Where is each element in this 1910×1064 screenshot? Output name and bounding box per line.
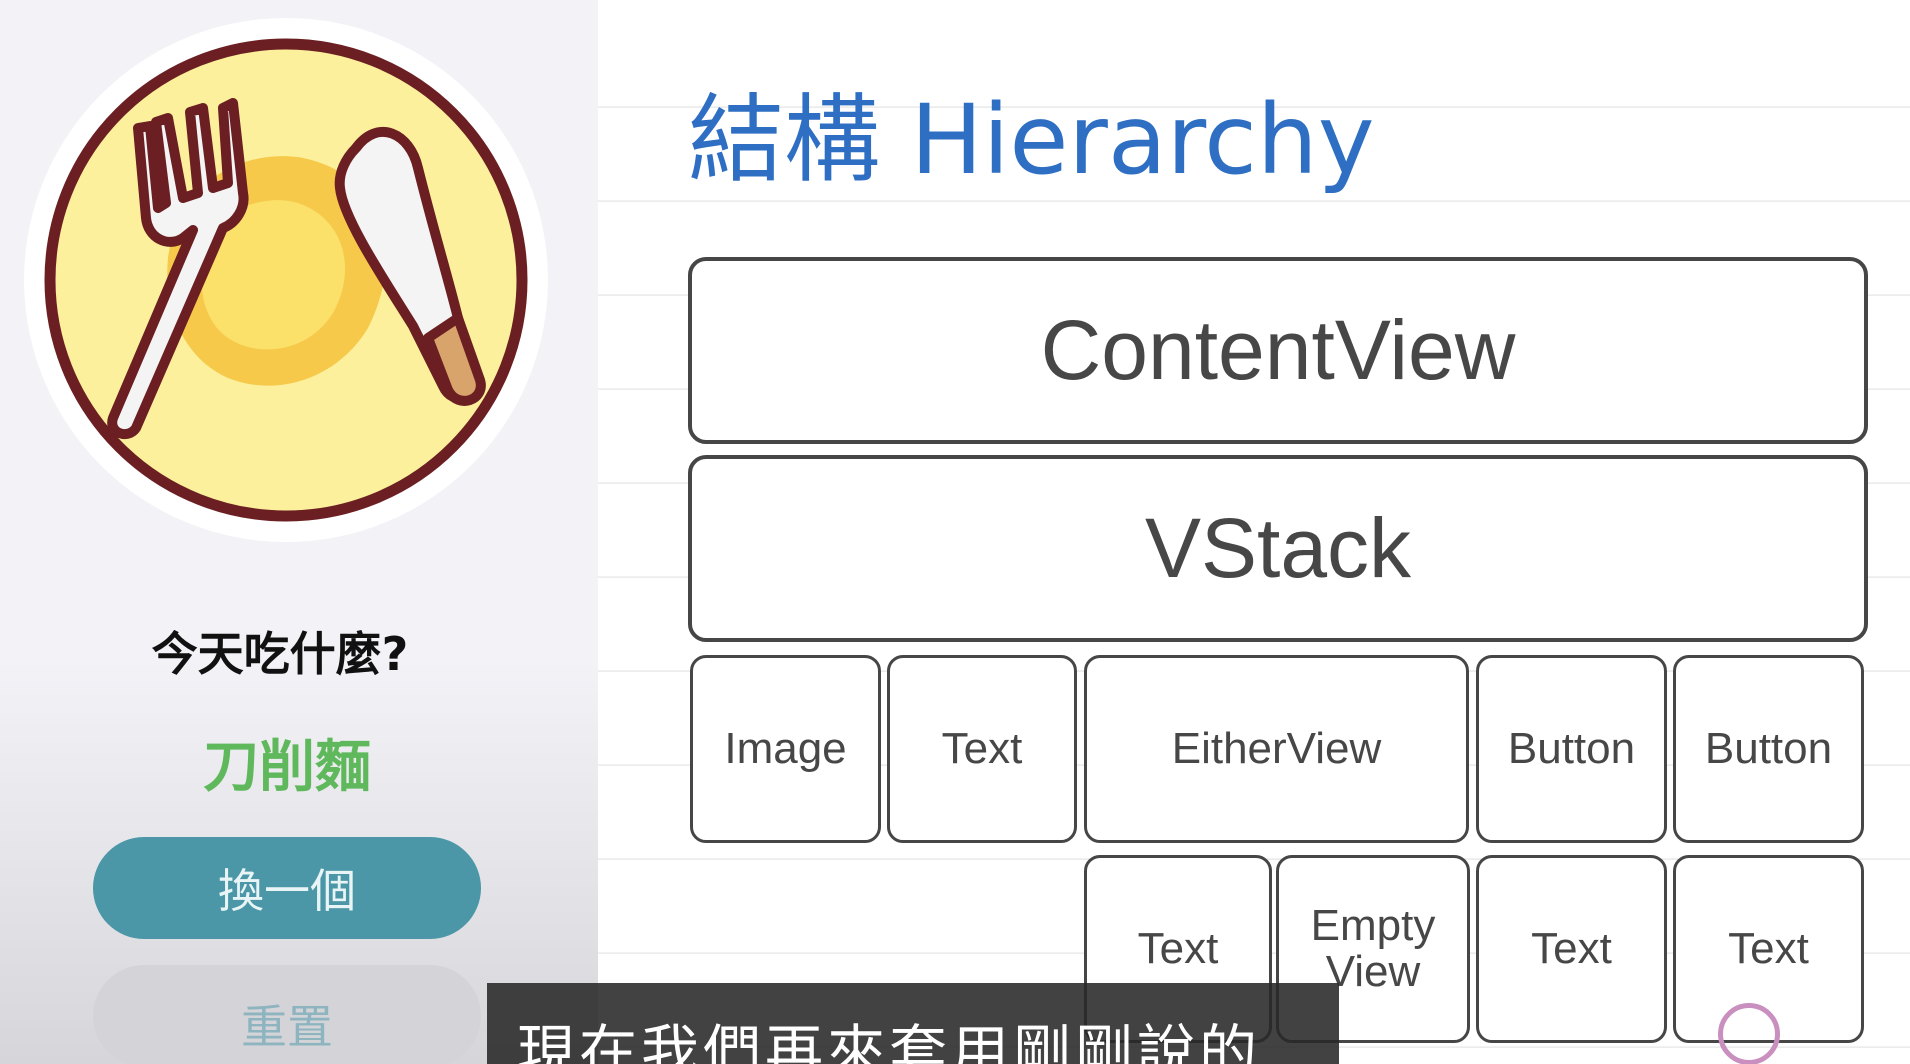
contentview-box: ContentView xyxy=(688,257,1868,444)
eitherview-node: EitherView xyxy=(1084,655,1469,843)
subtitle-caption: 現在我們再來套用剛剛說的 xyxy=(487,983,1339,1064)
button-node: Button xyxy=(1673,655,1864,843)
phone-preview: 今天吃什麼? 刀削麵 換一個 重置 xyxy=(0,0,598,1064)
food-plate-logo-icon xyxy=(24,18,548,542)
image-node: Image xyxy=(690,655,881,843)
text-node: Text xyxy=(887,655,1077,843)
change-button[interactable]: 換一個 xyxy=(93,837,481,939)
slide-title: 結構 Hierarchy xyxy=(688,84,1375,196)
reset-button[interactable]: 重置 xyxy=(93,965,481,1064)
pointer-ring-icon xyxy=(1718,1003,1780,1064)
text-node: Text xyxy=(1476,855,1667,1043)
vstack-box: VStack xyxy=(688,455,1868,642)
hierarchy-slide: 結構 Hierarchy ContentView VStack Image Te… xyxy=(598,0,1910,1064)
button-node: Button xyxy=(1476,655,1667,843)
question-label: 今天吃什麼? xyxy=(151,627,409,681)
food-name-label: 刀削麵 xyxy=(203,735,371,800)
